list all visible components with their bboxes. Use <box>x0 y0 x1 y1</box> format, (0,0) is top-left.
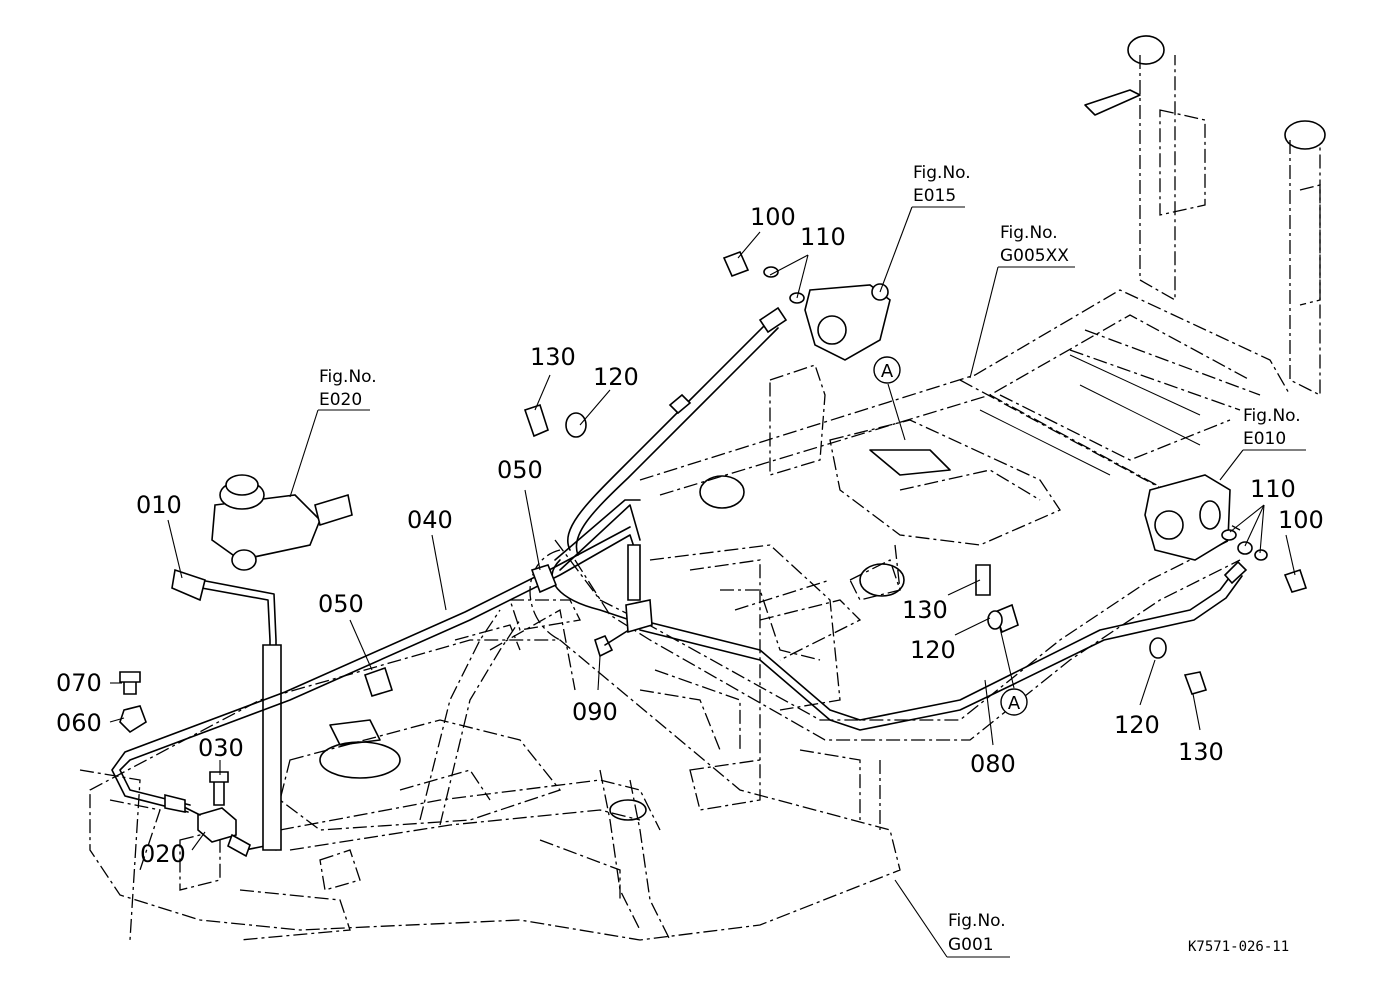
callouts: 010 020 030 040 050 050 060 070 080 090 … <box>56 203 1324 868</box>
callout-070: 070 <box>56 669 102 697</box>
callout-040: 040 <box>407 506 453 534</box>
callout-130-top: 130 <box>530 343 576 371</box>
callout-120-top: 120 <box>593 363 639 391</box>
callout-100-left: 100 <box>750 203 796 231</box>
callout-130-mid: 130 <box>902 596 948 624</box>
callout-010: 010 <box>136 491 182 519</box>
callout-050-lower: 050 <box>318 590 364 618</box>
callout-120-right: 120 <box>1114 711 1160 739</box>
callout-060: 060 <box>56 709 102 737</box>
fig-ref-e010-line2: E010 <box>1243 429 1286 449</box>
main-frame <box>79 35 1326 941</box>
fig-ref-g001-line2: G001 <box>948 935 994 955</box>
callout-110-left: 110 <box>800 223 846 251</box>
marker-a-top-circle <box>873 356 901 384</box>
callout-080: 080 <box>970 750 1016 778</box>
fig-ref-g005xx-line1: Fig.No. <box>1000 223 1058 243</box>
brake-lines <box>111 250 1308 858</box>
drawing-code: K7571-026-11 <box>1188 939 1289 955</box>
fig-ref-e010-line1: Fig.No. <box>1243 406 1301 426</box>
callout-050-upper: 050 <box>497 456 543 484</box>
fig-ref-e020-line1: Fig.No. <box>319 367 377 387</box>
section-markers: A A <box>873 356 1028 716</box>
callout-120-mid: 120 <box>910 636 956 664</box>
figure-references: Fig.No. E015 Fig.No. G005XX Fig.No. E020… <box>319 163 1301 955</box>
marker-a-bottom-circle <box>1000 688 1028 716</box>
fig-ref-e015-line2: E015 <box>913 186 956 206</box>
callout-020: 020 <box>140 840 186 868</box>
fig-ref-g005xx-line2: G005XX <box>1000 246 1069 266</box>
callout-090: 090 <box>572 698 618 726</box>
leader-lines <box>109 206 1306 958</box>
callout-100-right: 100 <box>1278 506 1324 534</box>
fig-ref-g001-line1: Fig.No. <box>948 911 1006 931</box>
fig-ref-e015-line1: Fig.No. <box>913 163 971 183</box>
fig-ref-e020-line2: E020 <box>319 390 362 410</box>
callout-030: 030 <box>198 734 244 762</box>
marker-a-bottom: A <box>1008 693 1021 714</box>
marker-a-top: A <box>881 361 894 382</box>
callout-110-right: 110 <box>1250 475 1296 503</box>
callout-130-right: 130 <box>1178 738 1224 766</box>
